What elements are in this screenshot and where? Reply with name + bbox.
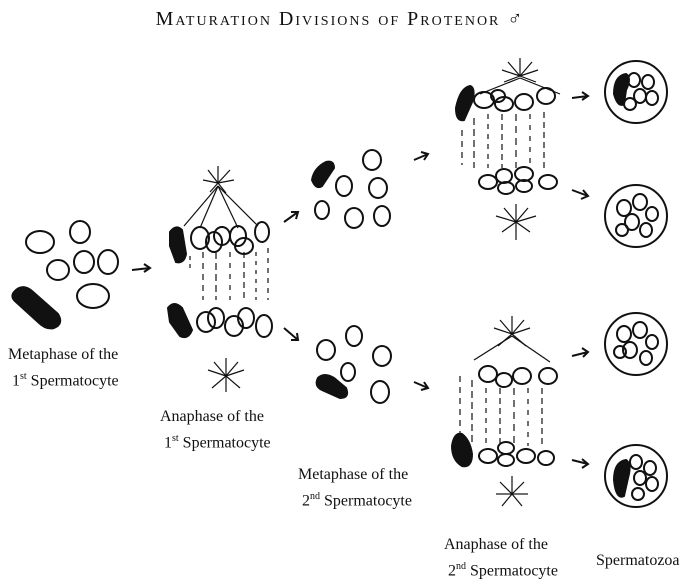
x-chromosome [310,160,336,189]
caption-line: 1st Spermatocyte [12,371,119,390]
spermatozoon-4 [604,444,668,508]
x-chromosome [11,286,62,330]
arrow [571,189,590,200]
aster-bottom [496,476,528,507]
arrow [413,151,430,161]
chromosome [73,250,95,274]
x-chromosome [166,303,194,339]
metaphase-2-lower-cell [315,325,392,404]
figure-title: Maturation Divisions of Protenor ♂ [155,8,525,30]
spindle-fibers [461,112,545,168]
chromosome [46,259,70,281]
caption-spermatozoa: Spermatozoa [596,552,680,569]
x-chromosome [454,84,475,122]
chromosome [97,249,119,275]
caption-anaphase-2: Anaphase of the 2nd Spermatocyte [444,534,558,582]
caption-line: Anaphase of the [444,536,548,553]
aster-top [473,316,551,363]
chromosome [76,283,110,309]
caption-line: Anaphase of the [160,408,264,425]
arrow [571,347,590,358]
arrow [413,381,430,391]
anaphase-2-lower-cell [450,316,558,507]
caption-line: Metaphase of the [298,466,409,483]
arrow [283,327,300,341]
aster-top [202,166,235,194]
anaphase-1-cell [166,166,273,392]
caption-line: Metaphase of the [8,346,119,363]
arrow [131,263,152,273]
caption-metaphase-1: Metaphase of the 1st Spermatocyte [8,344,119,392]
metaphase-2-upper-cell [310,149,391,229]
caption-line: 2nd Spermatocyte [302,491,412,510]
spermatozoon-3 [604,312,668,376]
chromosome [25,230,55,254]
spindle-fibers [183,185,269,300]
caption-metaphase-2: Metaphase of the 2nd Spermatocyte [298,464,412,512]
caption-line: 1st Spermatocyte [164,433,271,452]
x-chromosome [450,432,474,468]
anaphase-2-upper-cell [454,58,561,240]
caption-anaphase-1: Anaphase of the 1st Spermatocyte [160,406,271,454]
metaphase-1-cell [11,220,119,330]
arrow [571,458,590,469]
arrow [283,211,300,223]
x-chromosome [315,374,349,400]
spindle-fibers [459,376,543,446]
aster-bottom [495,204,537,240]
spermatozoon-1 [604,60,668,124]
arrow [571,91,590,101]
x-chromosome [169,226,188,264]
caption-line: 2nd Spermatocyte [448,561,558,580]
chromosome [69,220,91,244]
aster-bottom [207,358,245,392]
spermatozoon-2 [604,184,668,248]
